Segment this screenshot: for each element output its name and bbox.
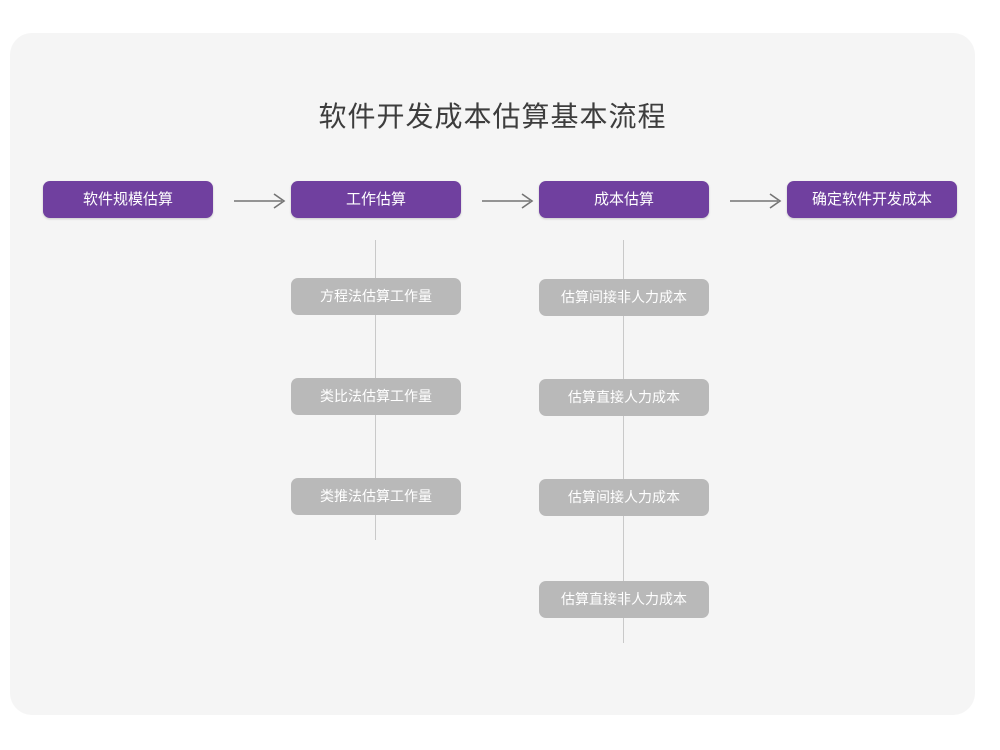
substep-node-inference-method-workload[interactable]: 类推法估算工作量 <box>291 478 461 515</box>
substep-node-label: 类比法估算工作量 <box>320 388 432 405</box>
stage-node-label: 成本估算 <box>593 190 654 208</box>
stage-node-label: 软件规模估算 <box>82 190 173 208</box>
substep-node-indirect-nonlabor-cost[interactable]: 估算间接非人力成本 <box>539 279 709 316</box>
stage-node-cost-estimation[interactable]: 成本估算 <box>539 181 709 218</box>
arrow-stage3-to-stage4 <box>728 190 788 212</box>
stage-node-label: 确定软件开发成本 <box>811 190 932 208</box>
substep-node-label: 方程法估算工作量 <box>320 288 432 305</box>
arrow-right-icon <box>234 193 286 209</box>
substep-node-analogy-method-workload[interactable]: 类比法估算工作量 <box>291 378 461 415</box>
stage-node-work-estimation[interactable]: 工作估算 <box>291 181 461 218</box>
connector-line-stage3 <box>623 240 624 643</box>
page-title: 软件开发成本估算基本流程 <box>318 100 667 133</box>
diagram-card: 软件开发成本估算基本流程 软件规模估算 工作估算 成本估算 确定软件开发成本 <box>10 33 975 715</box>
arrow-right-icon <box>482 193 534 209</box>
stage-node-software-scale-estimation[interactable]: 软件规模估算 <box>43 181 213 218</box>
substep-node-direct-labor-cost[interactable]: 估算直接人力成本 <box>539 379 709 416</box>
arrow-stage2-to-stage3 <box>480 190 540 212</box>
substep-node-equation-method-workload[interactable]: 方程法估算工作量 <box>291 278 461 315</box>
arrow-stage1-to-stage2 <box>232 190 292 212</box>
substep-node-indirect-labor-cost[interactable]: 估算间接人力成本 <box>539 479 709 516</box>
stage-node-determine-development-cost[interactable]: 确定软件开发成本 <box>787 181 957 218</box>
substep-node-direct-nonlabor-cost[interactable]: 估算直接非人力成本 <box>539 581 709 618</box>
arrow-right-icon <box>730 193 782 209</box>
stage-node-label: 工作估算 <box>345 190 406 208</box>
substep-node-label: 估算间接非人力成本 <box>561 289 687 306</box>
substep-node-label: 估算间接人力成本 <box>568 489 680 506</box>
substep-node-label: 估算直接非人力成本 <box>561 591 687 608</box>
substep-node-label: 估算直接人力成本 <box>568 389 680 406</box>
substep-node-label: 类推法估算工作量 <box>320 488 432 505</box>
